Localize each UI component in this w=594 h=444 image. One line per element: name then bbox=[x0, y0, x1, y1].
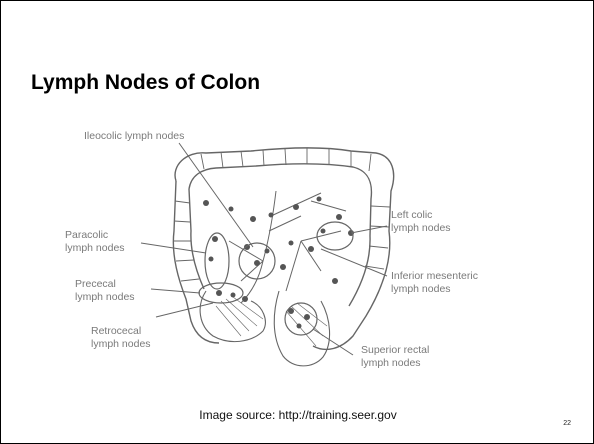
node-group-circles bbox=[199, 222, 353, 335]
label-superior-rectal-line2: lymph nodes bbox=[361, 357, 421, 369]
label-paracolic-line1: Paracolic bbox=[65, 229, 108, 241]
label-inferior-mesenteric-line1: Inferior mesenteric bbox=[391, 270, 478, 282]
colon-lymph-node-diagram: Ileocolic lymph nodes Paracolic lymph no… bbox=[1, 121, 594, 381]
leader-lines bbox=[141, 143, 387, 355]
label-retrocecal-line2: lymph nodes bbox=[91, 338, 151, 350]
lymph-nodes bbox=[203, 197, 354, 329]
label-left-colic-line2: lymph nodes bbox=[391, 222, 451, 234]
anatomy-illustration: Ileocolic lymph nodes Paracolic lymph no… bbox=[1, 121, 594, 381]
label-ileocolic: Ileocolic lymph nodes bbox=[84, 130, 184, 142]
label-prececal-line2: lymph nodes bbox=[75, 291, 135, 303]
label-retrocecal-line1: Retrocecal bbox=[91, 325, 141, 337]
image-source-caption: Image source: http://training.seer.gov bbox=[1, 408, 594, 422]
slide-title: Lymph Nodes of Colon bbox=[31, 71, 260, 95]
label-left-colic-line1: Left colic bbox=[391, 209, 432, 221]
slide-page-number: 22 bbox=[563, 420, 571, 427]
label-superior-rectal-line1: Superior rectal bbox=[361, 344, 429, 356]
label-prececal-line1: Prececal bbox=[75, 278, 116, 290]
label-paracolic-line2: lymph nodes bbox=[65, 242, 125, 254]
label-inferior-mesenteric-line2: lymph nodes bbox=[391, 283, 451, 295]
